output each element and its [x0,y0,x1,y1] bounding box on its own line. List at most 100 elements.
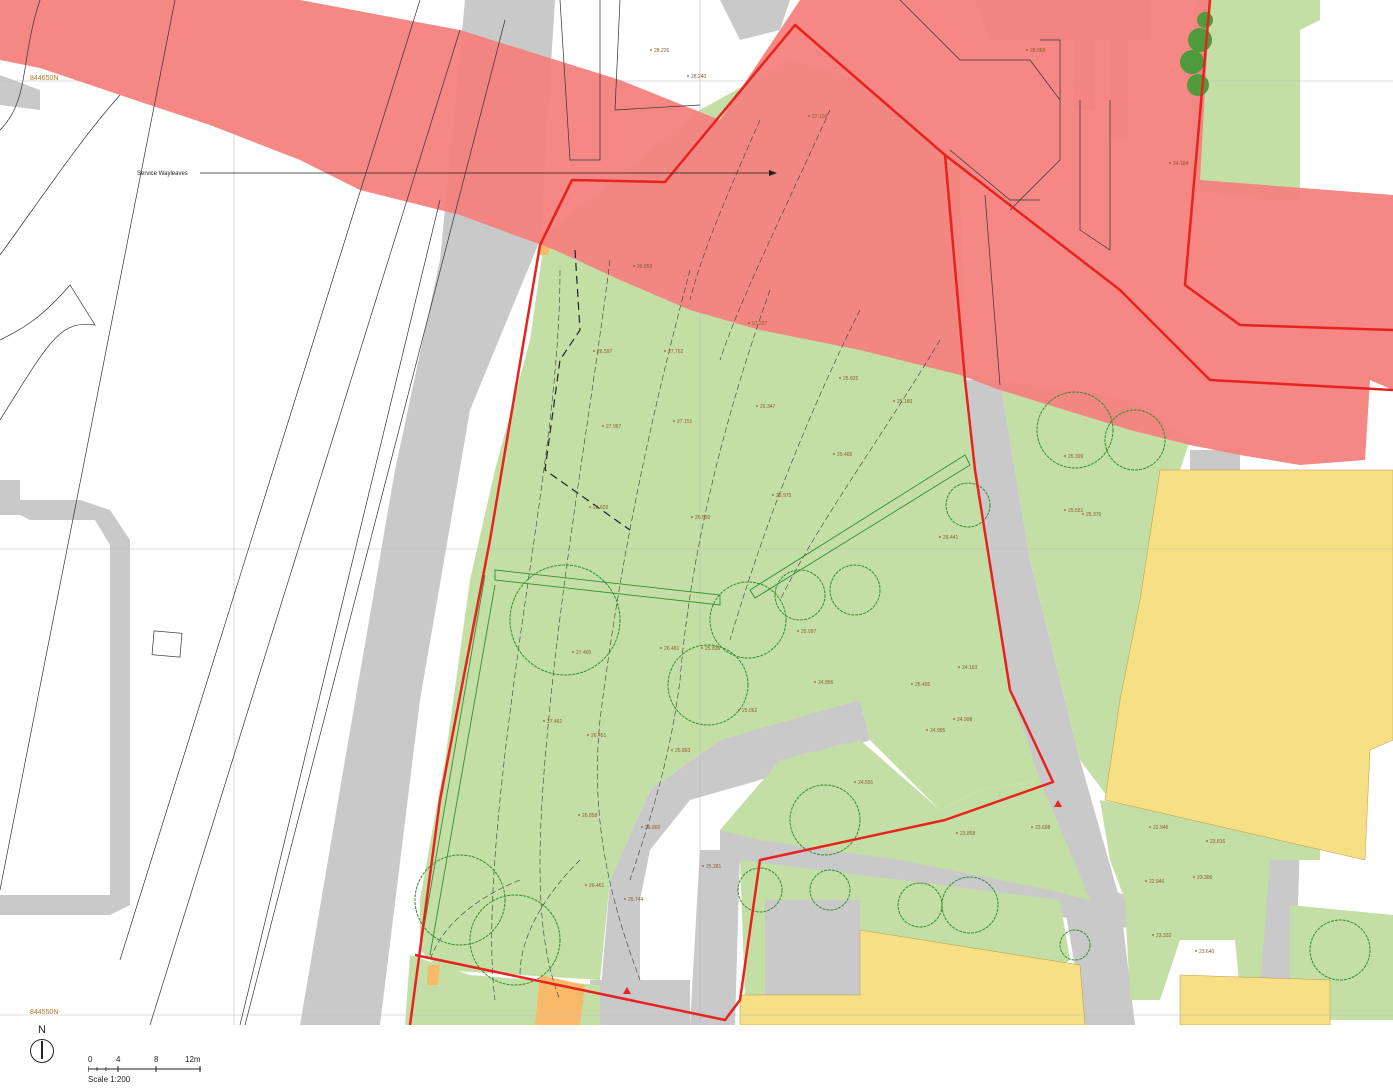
spot-level: 25.893 [675,748,691,754]
spot-level-point [1193,876,1195,878]
spot-level-point [756,405,758,407]
spot-level-point [772,494,774,496]
scale-tick-12m: 12m [185,1055,201,1064]
spot-level-point [687,75,689,77]
contour-lines [429,109,941,1001]
spot-level-point [585,884,587,886]
wayleave-annotation: Service Wayleaves [137,170,777,177]
spot-level-point [702,865,704,867]
spot-level-point [939,536,941,538]
spot-level-point [1145,880,1147,882]
wayleave-annotation-label: Service Wayleaves [137,171,188,177]
spot-level: 26.860 [645,825,661,831]
spot-level-point [650,49,652,51]
spot-level-point [572,651,574,653]
tree-canopies [414,391,1371,986]
spot-level: 26.347 [760,404,776,410]
north-label: N [38,1024,46,1036]
grid-label-north-bottom: 844550N [30,1009,58,1016]
spot-level: 24.856 [818,680,834,686]
spot-level: 25.744 [628,897,644,903]
spot-level: 25.281 [706,864,722,870]
spot-level-point [748,322,750,324]
spot-level: 25.405 [837,452,853,458]
spot-level: 23.640 [1199,949,1215,955]
spot-level-point [1149,826,1151,828]
spot-level-point [578,814,580,816]
spot-level: 23.698 [1035,825,1051,831]
spot-level: 26.858 [582,813,598,819]
spot-level: 25.399 [1068,454,1084,460]
spot-level: 27.139 [812,114,828,120]
grid-label-north-top: 844650N [30,75,58,82]
spot-level-point [1026,49,1028,51]
spot-level-point [589,506,591,508]
spot-level-point [958,666,960,668]
spot-level: 23.306 [1197,875,1213,881]
spot-level-point [953,718,955,720]
warning-markers [623,800,1062,994]
footpaths [419,454,971,956]
spot-level: 26.597 [597,349,613,355]
spot-level: 27.462 [547,719,563,725]
service-wayleave-band [0,0,1393,465]
site-plan-map[interactable]: Service Wayleaves 844650N 844550N 28.226… [0,0,1393,1025]
spot-level-point [691,516,693,518]
spot-level: 25.180 [897,399,913,405]
spot-level: 23.816 [1210,839,1226,845]
spot-level: 24.591 [858,780,874,786]
spot-level-point [593,350,595,352]
spot-level: 25.376 [1086,512,1102,518]
spot-level: 25.836 [705,646,721,652]
survey-linework [0,0,1111,1025]
spot-level-point [911,683,913,685]
spot-level: 27.151 [677,419,693,425]
spot-level-point [833,453,835,455]
north-arrow-icon [30,1039,54,1063]
spot-level: 28.069 [1030,48,1046,54]
spot-level-point [893,400,895,402]
spot-level: 27.227 [752,321,768,327]
scale-tick-0: 0 [88,1055,93,1064]
spot-level: 27.405 [576,650,592,656]
north-arrow-needle [41,1041,43,1059]
spot-level-point [543,720,545,722]
spot-level-point [797,630,799,632]
spot-level-point [660,647,662,649]
spot-level-point [602,425,604,427]
spot-level: 24.998 [957,717,973,723]
spot-level: 26.451 [591,733,607,739]
spot-level: 23.332 [1156,933,1172,939]
spot-level-point [1152,934,1154,936]
spot-level: 25.825 [843,376,859,382]
spot-level-point [926,729,928,731]
spot-level: 26.461 [589,883,605,889]
spot-level-point [854,781,856,783]
spot-level: 25.062 [742,708,758,714]
spot-level: 23.858 [960,831,976,837]
spot-level: 26.550 [695,515,711,521]
spot-level-point [633,265,635,267]
spot-level-point [738,709,740,711]
spot-level-point [701,647,703,649]
spot-level-point [671,749,673,751]
spot-level-point [956,832,958,834]
spot-level: 26.481 [664,646,680,652]
scale-bar [88,1066,201,1072]
scale-text: Scale 1:200 [88,1075,131,1084]
dashed-feature-line [544,249,631,531]
spot-level-point [1031,826,1033,828]
spot-level: 26.441 [943,535,959,541]
scale-tick-4: 4 [116,1055,121,1064]
spot-level: 25.097 [801,629,817,635]
spot-level-point [1064,455,1066,457]
spot-level: 25.975 [776,493,792,499]
spot-level-point [814,681,816,683]
spot-level: 25.551 [1068,508,1084,514]
spot-level: 24.184 [1173,161,1189,167]
spot-level-point [641,826,643,828]
spot-level: 28.226 [654,48,670,54]
map-legend [0,1020,1393,1088]
scale-tick-8: 8 [154,1055,159,1064]
spot-level-point [1206,840,1208,842]
